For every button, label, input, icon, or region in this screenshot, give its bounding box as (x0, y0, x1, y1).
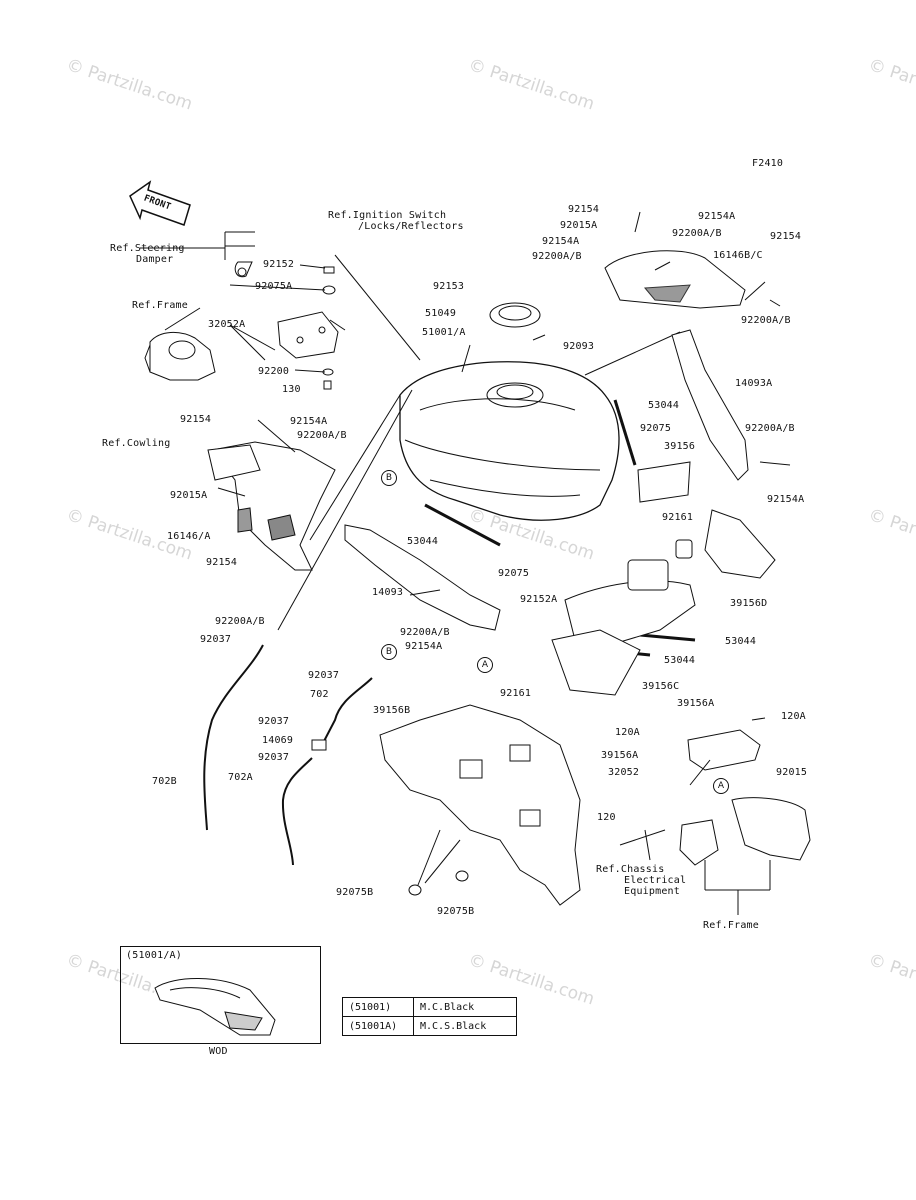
table-row: (51001A) M.C.S.Black (342, 1016, 517, 1036)
part-callout: 92200A/B (745, 423, 795, 434)
figure-code: F2410 (752, 158, 784, 169)
part-callout: 92154 (770, 231, 802, 242)
part-callout: 39156D (730, 598, 768, 609)
table-cell-color: M.C.Black (413, 997, 517, 1017)
part-callout: 53044 (664, 655, 696, 666)
part-callout: 39156A (677, 698, 715, 709)
part-callout: 92015A (560, 220, 598, 231)
ref-chassis-electrical: Ref.Chassis Electrical Equipment (596, 864, 687, 897)
part-callout: 39156A (601, 750, 639, 761)
marker-a: A (713, 778, 729, 794)
ref-cowling: Ref.Cowling (102, 438, 171, 449)
part-callout: 92037 (258, 716, 290, 727)
part-callout: 92200A/B (672, 228, 722, 239)
part-callout: 51049 (425, 308, 457, 319)
part-callout: 92152 (263, 259, 295, 270)
part-callout: 92154 (206, 557, 238, 568)
part-callout: 92200A/B (741, 315, 791, 326)
part-callout: 92154 (568, 204, 600, 215)
front-arrow-icon (129, 180, 191, 226)
part-callout: 92200 (258, 366, 290, 377)
part-callout: 92153 (433, 281, 465, 292)
part-callout: 92075 (498, 568, 530, 579)
part-callout: 92093 (563, 341, 595, 352)
part-callout: 92200A/B (215, 616, 265, 627)
part-callout: 92075B (437, 906, 475, 917)
marker-b: B (381, 644, 397, 660)
ref-frame-top: Ref.Frame (132, 300, 188, 311)
ref-steering-damper: Ref.Steering Damper (110, 243, 185, 265)
part-callout: 14093A (735, 378, 773, 389)
table-cell-code: (51001A) (342, 1016, 414, 1036)
part-callout: 92075B (336, 887, 374, 898)
part-callout: 53044 (648, 400, 680, 411)
part-callout: 92154A (698, 211, 736, 222)
part-callout: 53044 (725, 636, 757, 647)
part-callout: 16146/A (167, 531, 211, 542)
part-callout: 32052A (208, 319, 246, 330)
part-callout: 16146B/C (713, 250, 763, 261)
table-cell-color: M.C.S.Black (413, 1016, 517, 1036)
ref-ignition-switch: Ref.Ignition Switch /Locks/Reflectors (328, 210, 464, 232)
part-callout: 92154A (767, 494, 805, 505)
color-table: (51001) M.C.Black (51001A) M.C.S.Black (342, 997, 517, 1036)
part-callout: 39156C (642, 681, 680, 692)
variant-inset (120, 946, 321, 1044)
table-cell-code: (51001) (342, 997, 414, 1017)
part-callout: 702B (152, 776, 177, 787)
part-callout: 92075 (640, 423, 672, 434)
part-callout: 702A (228, 772, 253, 783)
part-callout: 92075A (255, 281, 293, 292)
part-callout: 92161 (500, 688, 532, 699)
part-callout: 53044 (407, 536, 439, 547)
part-callout: 14093 (372, 587, 404, 598)
ref-frame-bottom: Ref.Frame (703, 920, 759, 931)
part-callout: 120A (615, 727, 640, 738)
part-callout: 51001/A (422, 327, 466, 338)
part-callout: 92037 (308, 670, 340, 681)
part-callout: 92154A (542, 236, 580, 247)
part-callout: 14069 (262, 735, 294, 746)
part-callout: 92161 (662, 512, 694, 523)
part-callout: 92152A (520, 594, 558, 605)
table-row: (51001) M.C.Black (342, 997, 517, 1017)
part-callout: 39156B (373, 705, 411, 716)
part-callout: 130 (282, 384, 301, 395)
part-callout: 92015 (776, 767, 808, 778)
marker-a: A (477, 657, 493, 673)
part-callout: 92154A (290, 416, 328, 427)
part-callout: 92154 (180, 414, 212, 425)
inset-title: (51001/A) (126, 950, 182, 961)
part-callout: 39156 (664, 441, 696, 452)
part-callout: 120 (597, 812, 616, 823)
part-callout: 92154A (405, 641, 443, 652)
part-callout: 92037 (258, 752, 290, 763)
marker-b: B (381, 470, 397, 486)
part-callout: 702 (310, 689, 329, 700)
part-callout: 92200A/B (400, 627, 450, 638)
part-callout: 92200A/B (532, 251, 582, 262)
part-callout: 32052 (608, 767, 640, 778)
inset-caption: WOD (209, 1046, 228, 1057)
part-callout: 120A (781, 711, 806, 722)
part-callout: 92015A (170, 490, 208, 501)
part-callout: 92037 (200, 634, 232, 645)
part-callout: 92200A/B (297, 430, 347, 441)
